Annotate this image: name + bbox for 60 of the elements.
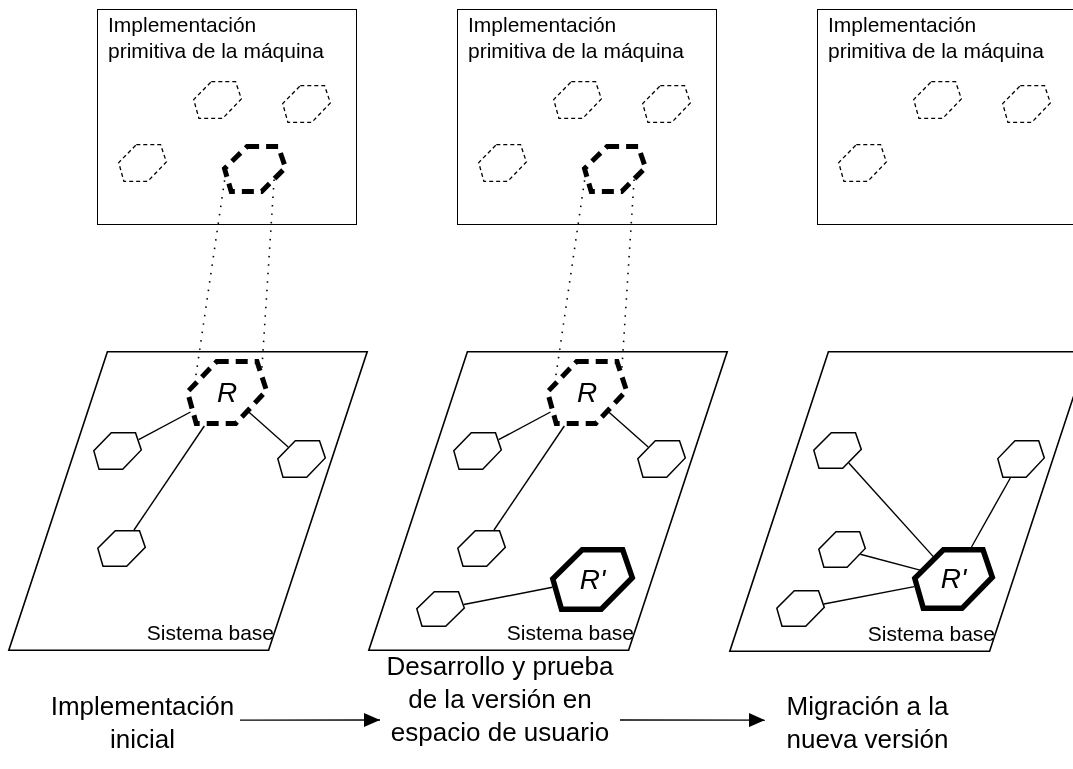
- dashed-hexagon: [282, 85, 331, 123]
- hexagon: [97, 530, 146, 567]
- connector-line: [498, 411, 552, 441]
- bold-dashed-hexagon: [222, 144, 288, 194]
- arrow: [619, 713, 766, 728]
- hexagon: [277, 440, 326, 478]
- connector-line: [848, 462, 934, 558]
- hexagon-label: R': [940, 564, 967, 594]
- dashed-hexagon: [1002, 85, 1051, 123]
- step-label: Implementación inicial: [45, 690, 240, 754]
- hexagon: [416, 591, 465, 627]
- arrow: [239, 713, 381, 727]
- hexagon-label: R: [576, 377, 598, 408]
- connector-line: [463, 586, 554, 606]
- hexagon: [813, 432, 862, 469]
- connector-line: [823, 585, 915, 605]
- projection-line: [621, 178, 635, 369]
- plane-label: Sistema base: [146, 621, 274, 645]
- machine-panel: [457, 9, 717, 225]
- hexagon-label: R: [216, 377, 238, 408]
- connector-line: [493, 425, 565, 531]
- bold-hexagon: [912, 547, 995, 611]
- connector-line: [133, 425, 205, 531]
- dashed-hexagon: [838, 144, 887, 182]
- hexagon: [457, 530, 506, 567]
- plane-label: Sistema base: [867, 622, 995, 646]
- panel-title: Implementación primitiva de la máquina: [108, 12, 325, 64]
- bold-dashed-hexagon: [582, 144, 648, 194]
- hexagon: [776, 590, 825, 627]
- dashed-hexagon: [478, 144, 527, 182]
- base-system-plane: [729, 351, 1073, 652]
- dashed-hexagon: [553, 81, 602, 119]
- hexagon-label: R': [579, 564, 606, 595]
- hexagon: [818, 531, 866, 568]
- base-system-plane: [8, 351, 368, 651]
- dashed-hexagon: [193, 81, 242, 119]
- projection-line: [261, 178, 275, 369]
- dashed-hexagon: [118, 144, 167, 182]
- step-label: Desarrollo y prueba de la versión en espacio de usuario: [380, 650, 620, 750]
- panel-title: Implementación primitiva de la máquina: [468, 12, 685, 64]
- dashed-hexagon: [913, 81, 962, 119]
- hexagon: [93, 432, 142, 470]
- machine-panel: [97, 9, 357, 225]
- machine-panel: [817, 9, 1073, 225]
- panel-title: Implementación primitiva de la máquina: [828, 12, 1045, 64]
- connector-line: [608, 411, 649, 448]
- connector-line: [970, 477, 1011, 548]
- bold-dashed-hexagon: [545, 359, 629, 426]
- hexagon: [637, 440, 686, 478]
- plane-label: Sistema base: [506, 621, 634, 645]
- dashed-hexagon: [642, 85, 691, 123]
- bold-hexagon: [550, 547, 635, 612]
- connector-line: [859, 553, 921, 571]
- connector-line: [248, 411, 289, 448]
- bold-dashed-hexagon: [185, 359, 269, 426]
- hexagon: [997, 440, 1045, 478]
- base-system-plane: [368, 351, 728, 651]
- connector-line: [138, 411, 192, 441]
- step-label: Migración a la nueva versión: [765, 690, 970, 754]
- hexagon: [453, 432, 502, 470]
